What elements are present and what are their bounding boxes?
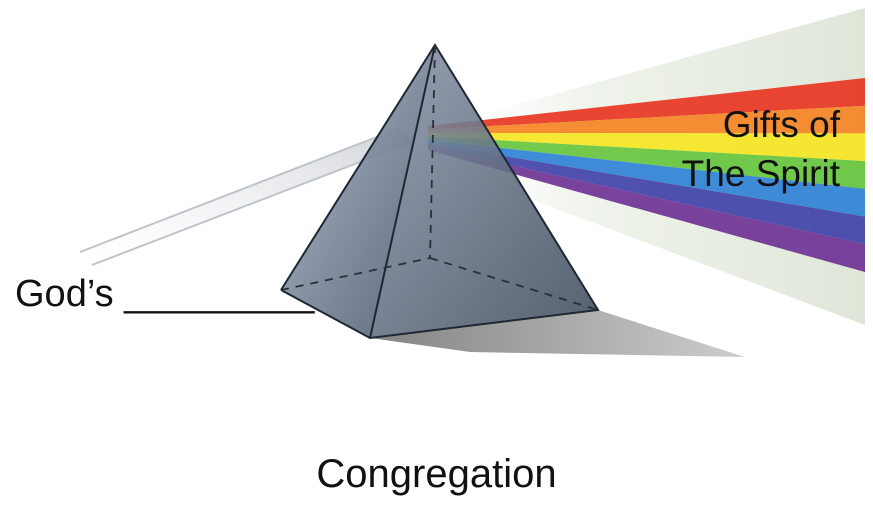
prism-outline <box>280 43 600 340</box>
gods-blank-label: God’s _________ <box>15 273 315 315</box>
spectrum-band <box>428 78 865 130</box>
prism-shadow <box>370 310 745 357</box>
spectrum-band <box>428 139 865 217</box>
prism-front-edge <box>369 44 436 339</box>
gifts-line-2: The Spirit <box>681 153 840 194</box>
prism-left-face <box>281 45 435 338</box>
congregation-label: Congregation <box>316 452 557 496</box>
gifts-line-1: Gifts of <box>722 104 840 145</box>
prism-hidden-edge-left <box>280 257 431 291</box>
spectrum-band <box>428 146 865 272</box>
incoming-light-beam <box>80 128 412 265</box>
beam-edge-bottom <box>91 141 413 266</box>
spectrum-band <box>428 143 865 245</box>
spectrum-bands <box>428 78 865 272</box>
gifts-of-the-spirit-label: Gifts of The Spirit <box>660 100 840 198</box>
prism-right-face <box>370 45 598 338</box>
spectrum-band <box>428 136 865 189</box>
prism-hidden-edge-vertical <box>429 44 436 259</box>
spectrum-band <box>428 132 865 162</box>
spectrum-band <box>428 105 865 134</box>
beam-edge-top <box>79 127 401 253</box>
